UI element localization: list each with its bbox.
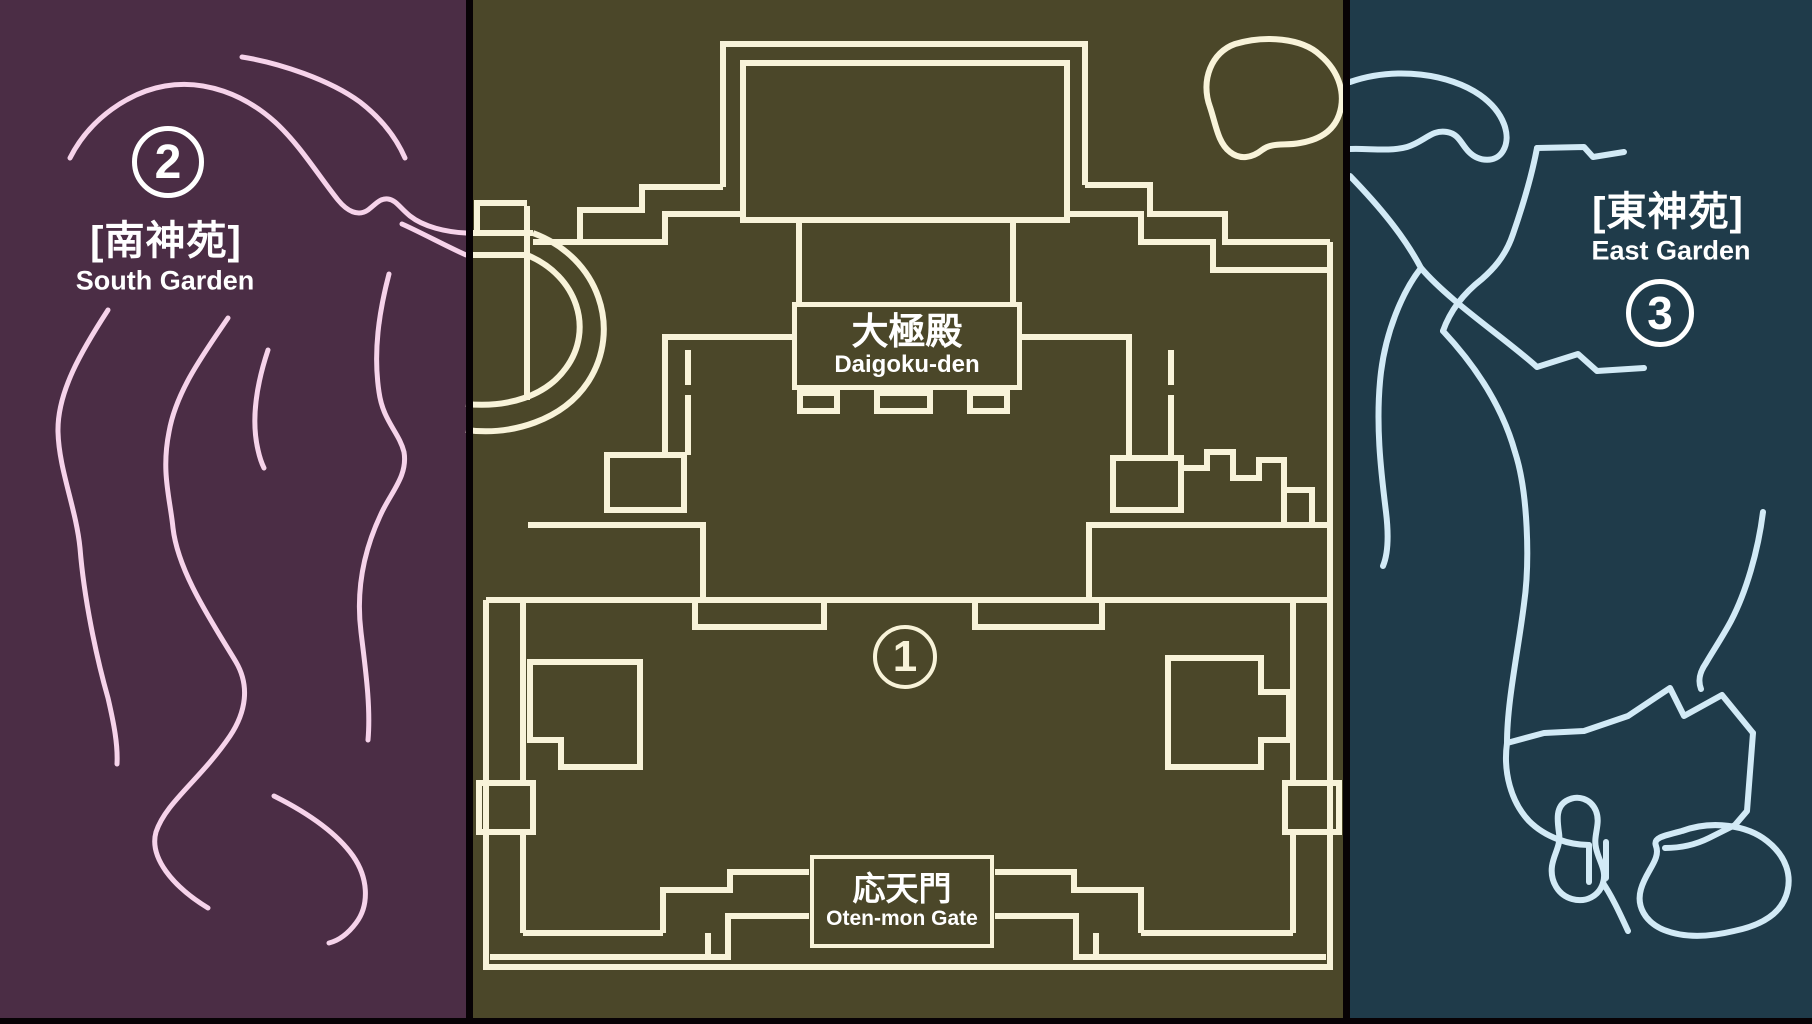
south-garden-title-ja: [南神苑]: [90, 219, 242, 263]
east-garden-number-badge: 3: [1626, 279, 1694, 347]
daigokuden-name-ja: 大極殿: [851, 311, 963, 353]
otenmon-label-box: 応天門 Oten-mon Gate: [810, 855, 994, 948]
bottom-border: [0, 1018, 1812, 1024]
otenmon-name-ja: 応天門: [852, 869, 952, 907]
panel-divider-west: [466, 0, 473, 1024]
east-garden-paths: [1347, 70, 1792, 939]
east-garden-title-ja: [東神苑]: [1592, 190, 1744, 234]
main-area-number-badge: 1: [873, 625, 937, 689]
panel-divider-east: [1343, 0, 1350, 1024]
south-garden-panel: [0, 0, 466, 1024]
daigokuden-label-box: 大極殿 Daigoku-den: [792, 302, 1022, 390]
otenmon-name-en: Oten-mon Gate: [826, 907, 978, 931]
south-garden-number-badge: 2: [132, 126, 204, 198]
east-garden-title-en: East Garden: [1591, 235, 1751, 266]
daigokuden-name-en: Daigoku-den: [834, 351, 980, 379]
south-garden-paths: [55, 54, 469, 946]
main-area-number: 1: [892, 632, 918, 681]
east-garden-panel: [1350, 0, 1812, 1024]
south-garden-number: 2: [154, 135, 182, 189]
main-shrine-outlines: [465, 36, 1345, 970]
east-garden-number: 3: [1647, 287, 1673, 339]
south-garden-title-en: South Garden: [75, 265, 255, 296]
